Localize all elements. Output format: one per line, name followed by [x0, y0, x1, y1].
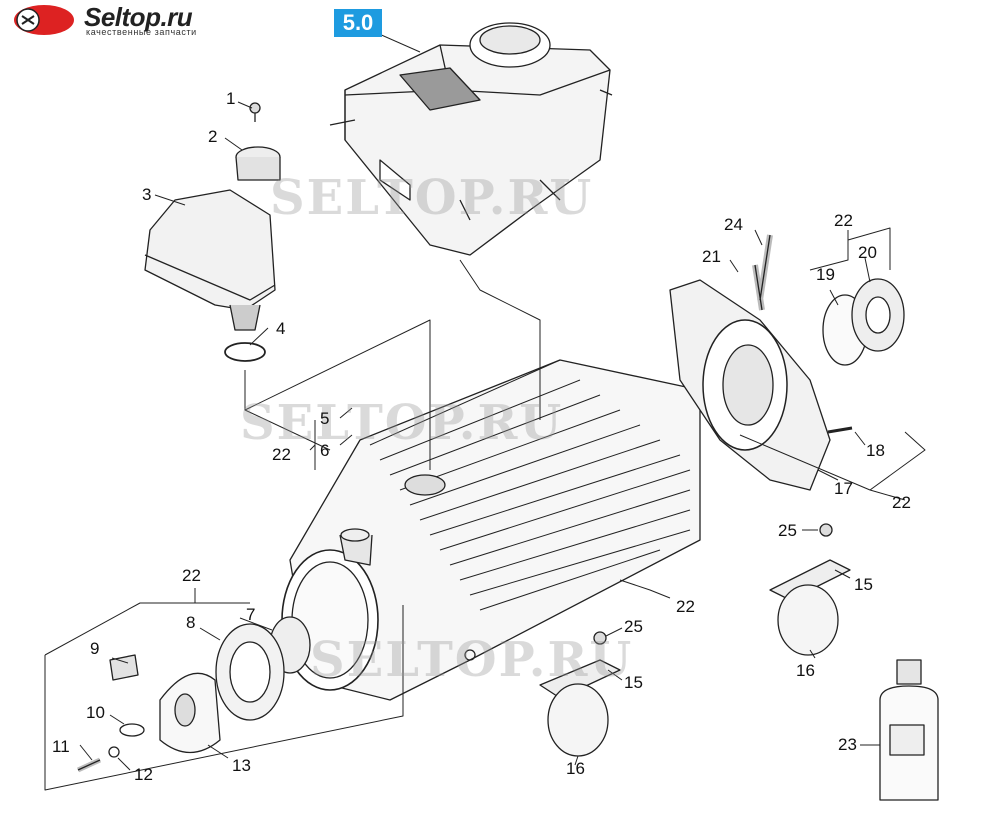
- part-label-8[interactable]: 8: [186, 613, 196, 632]
- part-label-11[interactable]: 11: [52, 737, 70, 756]
- seltop-logo[interactable]: Seltop.ru качественные запчасти: [6, 2, 256, 38]
- part-label-4[interactable]: 4: [276, 319, 286, 338]
- leader-lines: [44, 29, 926, 791]
- part-label-22[interactable]: 22: [676, 597, 695, 616]
- logo-brand-text: Seltop.ru: [84, 2, 193, 32]
- watermark-1: SELTOP.RU: [270, 170, 594, 226]
- piston-guides: [539, 523, 851, 757]
- rear-flange: [669, 234, 905, 491]
- part-label-2[interactable]: 2: [208, 127, 218, 146]
- part-label-6[interactable]: 6: [320, 441, 330, 460]
- part-label-5[interactable]: 5: [320, 409, 330, 428]
- part-label-22[interactable]: 22: [834, 211, 853, 230]
- part-label-25[interactable]: 25: [624, 617, 643, 636]
- front-bearing-group: [76, 616, 311, 773]
- part-label-20[interactable]: 20: [858, 243, 877, 262]
- part-label-17[interactable]: 17: [834, 479, 853, 498]
- part-label-25[interactable]: 25: [778, 521, 797, 540]
- part-label-23[interactable]: 23: [838, 735, 857, 754]
- part-label-15[interactable]: 15: [854, 575, 873, 594]
- pump-housing: [281, 359, 701, 701]
- oil-tank: [329, 22, 613, 256]
- part-label-15[interactable]: 15: [624, 673, 643, 692]
- part-label-19[interactable]: 19: [816, 265, 835, 284]
- part-label-9[interactable]: 9: [90, 639, 100, 658]
- part-label-3[interactable]: 3: [142, 185, 152, 204]
- watermark-2: SELTOP.RU: [240, 395, 564, 451]
- part-label-1[interactable]: 1: [226, 89, 236, 108]
- part-label-22[interactable]: 22: [272, 445, 291, 464]
- logo-tagline: качественные запчасти: [86, 27, 197, 37]
- part-label-22[interactable]: 22: [892, 493, 911, 512]
- part-label-16[interactable]: 16: [796, 661, 815, 680]
- part-label-12[interactable]: 12: [134, 765, 153, 784]
- watermark-3: SELTOP.RU: [310, 632, 634, 688]
- assembly-badge[interactable]: 5.0: [334, 9, 382, 37]
- oil-bottle: [879, 659, 939, 801]
- part-label-24[interactable]: 24: [724, 215, 743, 234]
- part-label-13[interactable]: 13: [232, 756, 251, 775]
- part-label-7[interactable]: 7: [246, 605, 256, 624]
- seltop-logo-icon: [14, 5, 74, 35]
- breather-assembly: [144, 102, 281, 362]
- part-label-22[interactable]: 22: [182, 566, 201, 585]
- part-label-18[interactable]: 18: [866, 441, 885, 460]
- part-label-16[interactable]: 16: [566, 759, 585, 778]
- part-label-10[interactable]: 10: [86, 703, 105, 722]
- part-label-21[interactable]: 21: [702, 247, 721, 266]
